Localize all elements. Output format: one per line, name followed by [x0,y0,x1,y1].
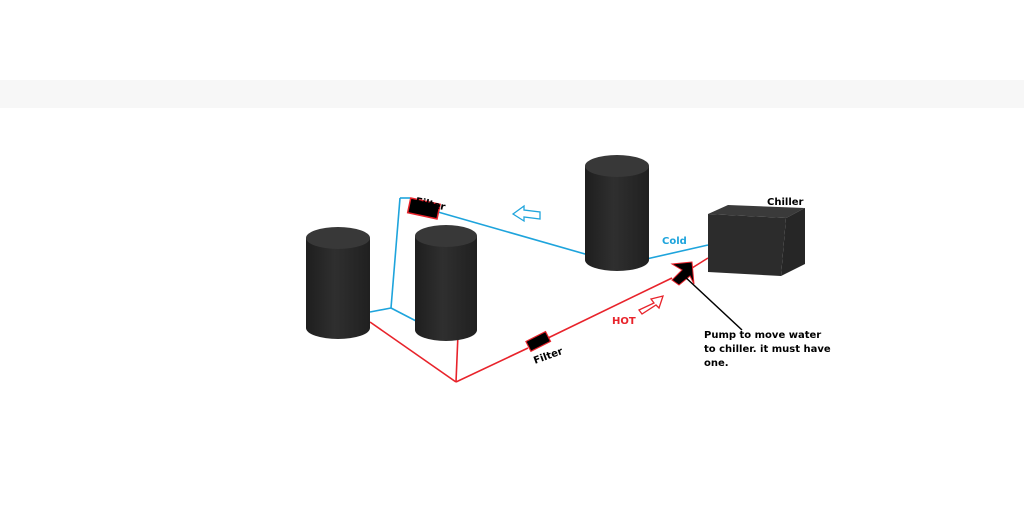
watermark-band [0,80,1024,108]
filter-label-bottom: Filter [532,346,564,367]
tank-left [306,227,370,339]
tank-right [585,155,649,271]
hot-pipe [369,257,709,383]
flow-arrow-icon-hot [637,295,664,315]
pump-note-line-2: to chiller. it must have [704,344,831,355]
chiller-icon [708,205,805,276]
filter-icon-top [406,197,442,220]
pump-note-line-1: Pump to move water [704,330,821,341]
chiller-label: Chiller [767,197,804,208]
flow-arrow-icon-cold [511,204,541,223]
pump-icon [670,261,743,331]
cold-label: Cold [662,236,687,247]
tank-middle [415,225,477,341]
hot-label: HOT [612,316,636,327]
cold-pipe [369,197,709,323]
filter-icon-bottom [525,330,552,353]
pump-note-line-3: one. [704,358,729,369]
